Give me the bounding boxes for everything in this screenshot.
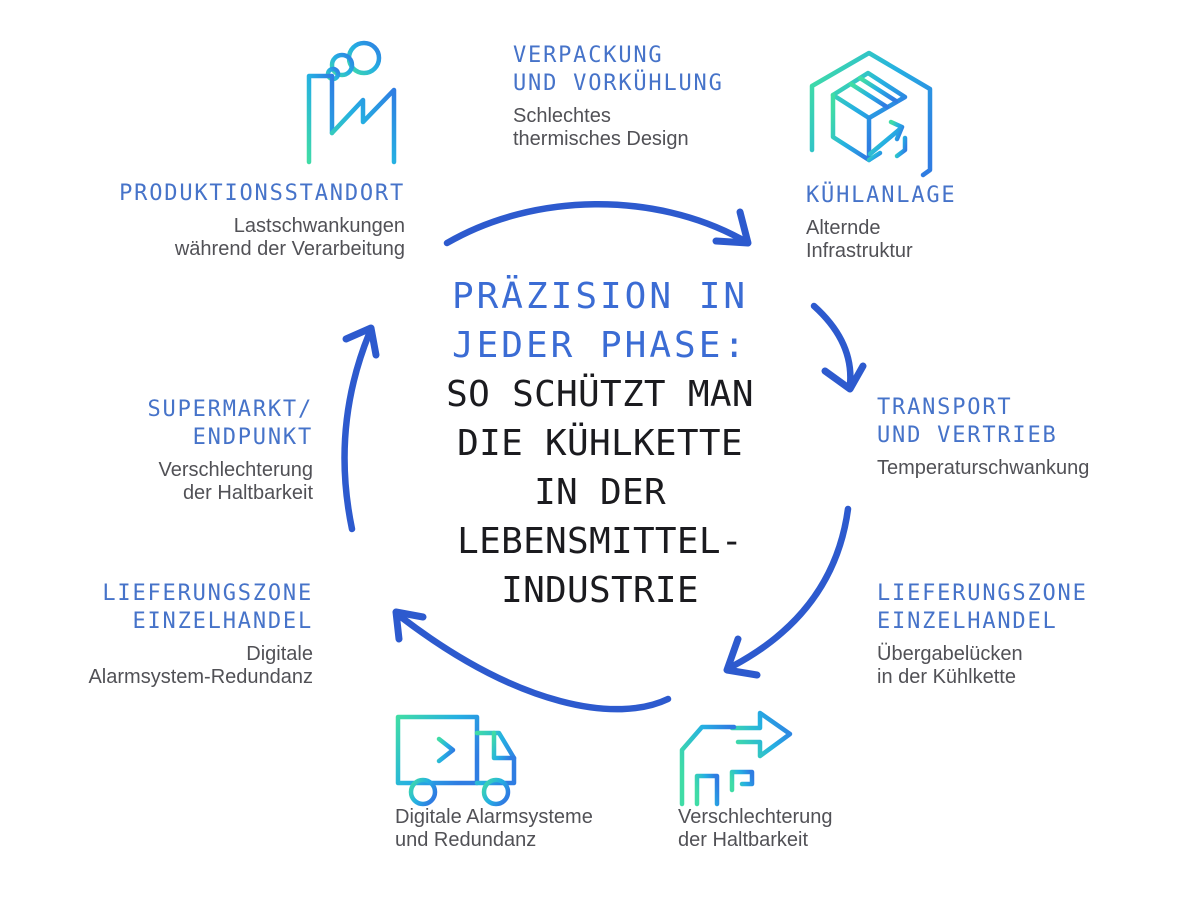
warehouse-arrow-icon — [679, 710, 793, 807]
stage-desc: Digitale Alarmsystem-Redundanz — [88, 643, 313, 688]
stage-desc: Alternde Infrastruktur — [806, 217, 913, 262]
curved-arrow-bottom — [392, 608, 672, 713]
stage-verpackung-vorkuehlung: VERPACKUNG UND VORKÜHLUNG Schlechtes the… — [513, 42, 724, 151]
factory-icon — [306, 40, 397, 165]
stage-lieferungszone-links: LIEFERUNGSZONE EINZELHANDEL Digitale Ala… — [88, 580, 313, 689]
stage-supermarkt-endpunkt: SUPERMARKT/ ENDPUNKT Verschlechterung de… — [148, 396, 314, 505]
stage-desc: Lastschwankungen während der Verarbeitun… — [174, 215, 405, 260]
stage-desc: Übergabelücken in der Kühlkette — [877, 643, 1023, 688]
package-box-icon — [809, 50, 933, 178]
curved-arrow-top — [443, 201, 752, 247]
stage-desc: Temperaturschwankung — [877, 457, 1090, 479]
title-main-line: IN DER — [534, 472, 666, 513]
stage-label: TRANSPORT UND VERTRIEB — [877, 395, 1058, 448]
title-main-line: LEBENSMITTEL- — [457, 521, 743, 562]
stage-label: LIEFERUNGSZONE EINZELHANDEL — [877, 581, 1088, 634]
stage-label: KÜHLANLAGE — [806, 183, 957, 208]
curved-arrow-right-lower — [723, 505, 852, 679]
delivery-truck-icon — [395, 714, 517, 807]
curved-arrow-right-upper — [810, 302, 867, 393]
title-main-line: DIE KÜHLKETTE — [457, 423, 743, 464]
stage-transport-vertrieb: TRANSPORT UND VERTRIEB Temperaturschwank… — [877, 394, 1089, 480]
stage-lieferungszone-rechts: LIEFERUNGSZONE EINZELHANDEL Übergabelück… — [877, 580, 1088, 689]
title-main-line: INDUSTRIE — [501, 570, 699, 611]
title-main-line: SO SCHÜTZT MAN — [446, 374, 754, 415]
curved-arrow-left — [341, 324, 380, 533]
stage-desc: Verschlechterung der Haltbarkeit — [158, 459, 313, 504]
stage-label: VERPACKUNG UND VORKÜHLUNG — [513, 43, 724, 96]
stage-produktionsstandort: PRODUKTIONSSTANDORT Lastschwankungen wäh… — [119, 180, 405, 261]
caption-lieferwagen: Digitale Alarmsysteme und Redundanz — [395, 806, 593, 851]
caption-warenausgang: Verschlechterung der Haltbarkeit — [678, 806, 833, 851]
stage-label: PRODUKTIONSSTANDORT — [119, 181, 405, 206]
stage-kuehlanlage: KÜHLANLAGE Alternde Infrastruktur — [806, 182, 956, 263]
title-accent-line: JEDER PHASE: — [451, 325, 749, 366]
stage-desc: Schlechtes thermisches Design — [513, 105, 689, 150]
diagram-title: PRÄZISION IN JEDER PHASE: SO SCHÜTZT MAN… — [370, 272, 830, 615]
stage-label: LIEFERUNGSZONE EINZELHANDEL — [102, 581, 313, 634]
title-accent-line: PRÄZISION IN — [451, 276, 749, 317]
stage-label: SUPERMARKT/ ENDPUNKT — [147, 397, 313, 450]
